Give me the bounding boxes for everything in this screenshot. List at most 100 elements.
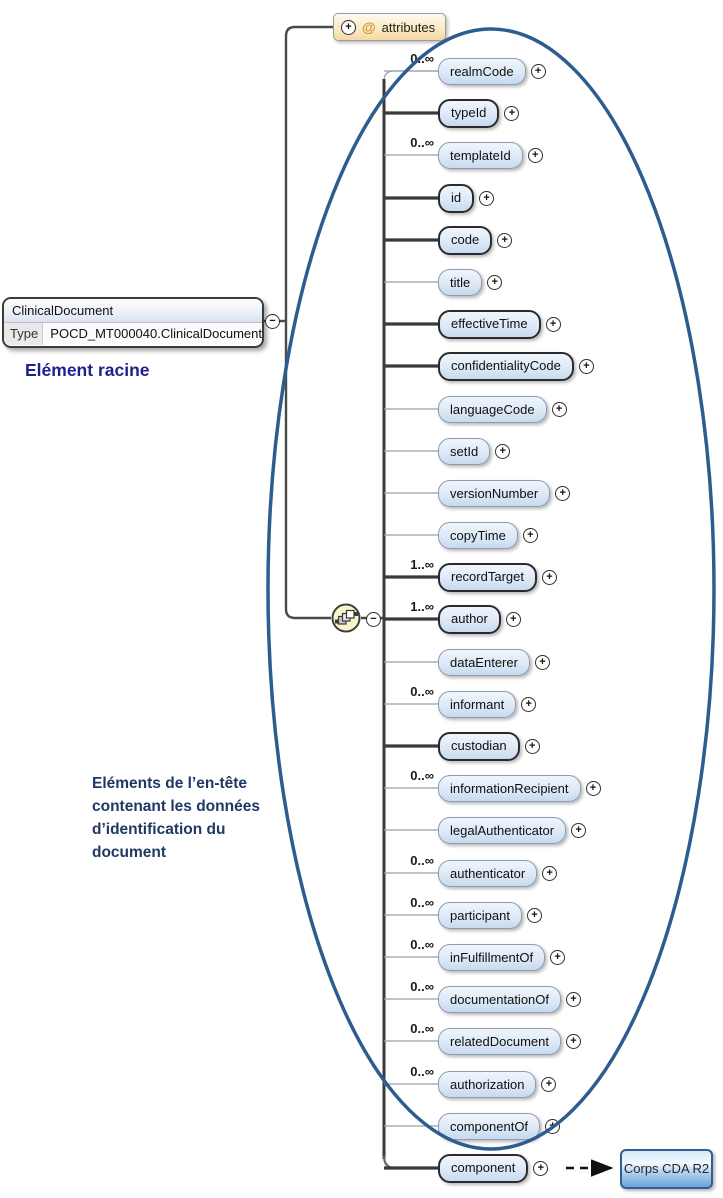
attributes-box[interactable]: + @ attributes [333, 13, 446, 41]
element-confidentialityCode[interactable]: confidentialityCode [438, 351, 574, 381]
element-id[interactable]: id [438, 183, 475, 213]
element-custodian[interactable]: custodian [438, 731, 520, 761]
element-row-relatedDocument: relatedDocument + [438, 1027, 581, 1055]
attributes-label: attributes [381, 19, 436, 35]
element-effectiveTime[interactable]: effectiveTime [438, 309, 541, 339]
expand-inFulfillmentOf-icon[interactable]: + [550, 949, 566, 965]
expand-legalAuthenticator-icon[interactable]: + [571, 822, 587, 838]
element-row-code: code+ [438, 225, 513, 255]
expand-typeId-icon[interactable]: + [504, 105, 520, 121]
element-row-effectiveTime: effectiveTime+ [438, 309, 561, 339]
root-collapse-toggle[interactable]: − [265, 314, 280, 329]
expand-title-icon[interactable]: + [487, 274, 503, 290]
element-componentOf[interactable]: componentOf [438, 1112, 541, 1140]
cardinality-informant: 0..∞ [410, 684, 434, 699]
expand-setId-icon[interactable]: + [495, 443, 511, 459]
at-symbol-icon: @ [362, 19, 376, 35]
cardinality-documentationOf: 0..∞ [410, 979, 434, 994]
expand-participant-icon[interactable]: + [526, 907, 542, 923]
cardinality-author: 1..∞ [410, 599, 434, 614]
element-authorization[interactable]: authorization [438, 1070, 537, 1098]
expand-copyTime-icon[interactable]: + [522, 527, 538, 543]
element-participant[interactable]: participant [438, 901, 522, 929]
element-row-versionNumber: versionNumber+ [438, 479, 571, 507]
expand-informant-icon[interactable]: + [521, 696, 537, 712]
element-row-realmCode: realmCode+ [438, 57, 546, 85]
corps-cda-r2-box[interactable]: Corps CDA R2 [620, 1149, 713, 1189]
element-component[interactable]: component [438, 1153, 529, 1183]
element-informant[interactable]: informant [438, 690, 517, 718]
expand-id-icon[interactable]: + [479, 190, 495, 206]
element-title[interactable]: title [438, 268, 483, 296]
sequence-compositor-icon[interactable] [331, 603, 361, 633]
expand-authenticator-icon[interactable]: + [542, 865, 558, 881]
cardinality-authenticator: 0..∞ [410, 853, 434, 868]
sequence-collapse-toggle[interactable]: − [366, 612, 381, 627]
cardinality-recordTarget: 1..∞ [410, 557, 434, 572]
expand-authorization-icon[interactable]: + [541, 1076, 557, 1092]
element-dataEnterer[interactable]: dataEnterer [438, 648, 530, 676]
element-row-legalAuthenticator: legalAuthenticator+ [438, 816, 587, 844]
expand-componentOf-icon[interactable]: + [545, 1118, 561, 1134]
type-label: Type [4, 323, 44, 345]
element-typeId[interactable]: typeId [438, 98, 500, 128]
element-inFulfillmentOf[interactable]: inFulfillmentOf [438, 943, 546, 971]
expand-component-icon[interactable]: + [533, 1160, 549, 1176]
element-legalAuthenticator[interactable]: legalAuthenticator [438, 816, 567, 844]
element-recordTarget[interactable]: recordTarget [438, 562, 537, 592]
root-type-row: Type POCD_MT000040.ClinicalDocument [4, 323, 262, 345]
expand-versionNumber-icon[interactable]: + [555, 485, 571, 501]
element-code[interactable]: code [438, 225, 493, 255]
element-row-informationRecipient: informationRecipient+ [438, 774, 601, 802]
element-row-author: author+ [438, 604, 521, 634]
element-row-confidentialityCode: confidentialityCode+ [438, 351, 594, 381]
expand-custodian-icon[interactable]: + [524, 738, 540, 754]
root-annotation-label: Elément racine [25, 360, 150, 380]
element-row-component: component+ [438, 1153, 549, 1183]
element-row-languageCode: languageCode+ [438, 395, 567, 423]
element-documentationOf[interactable]: documentationOf [438, 985, 562, 1013]
root-element-name: ClinicalDocument [4, 299, 262, 323]
cardinality-relatedDocument: 0..∞ [410, 1021, 434, 1036]
element-row-documentationOf: documentationOf+ [438, 985, 582, 1013]
expand-dataEnterer-icon[interactable]: + [534, 654, 550, 670]
header-annotation-label: Eléments de l’en-tête contenant les donn… [92, 775, 260, 861]
expand-confidentialityCode-icon[interactable]: + [578, 358, 594, 374]
cardinality-participant: 0..∞ [410, 895, 434, 910]
element-setId[interactable]: setId [438, 437, 491, 465]
element-languageCode[interactable]: languageCode [438, 395, 547, 423]
element-row-componentOf: componentOf+ [438, 1112, 561, 1140]
expand-recordTarget-icon[interactable]: + [541, 569, 557, 585]
element-row-copyTime: copyTime+ [438, 521, 538, 549]
expand-documentationOf-icon[interactable]: + [566, 991, 582, 1007]
root-element-clinicaldocument[interactable]: ClinicalDocument Type POCD_MT000040.Clin… [2, 297, 264, 348]
element-row-participant: participant+ [438, 901, 542, 929]
expand-languageCode-icon[interactable]: + [551, 401, 567, 417]
element-templateId[interactable]: templateId [438, 141, 523, 169]
element-versionNumber[interactable]: versionNumber [438, 479, 551, 507]
expand-author-icon[interactable]: + [505, 611, 521, 627]
expand-informationRecipient-icon[interactable]: + [585, 780, 601, 796]
cardinality-authorization: 0..∞ [410, 1064, 434, 1079]
expand-attributes-icon[interactable]: + [341, 19, 356, 35]
element-authenticator[interactable]: authenticator [438, 859, 538, 887]
expand-relatedDocument-icon[interactable]: + [566, 1033, 581, 1049]
expand-code-icon[interactable]: + [497, 232, 513, 248]
element-row-custodian: custodian+ [438, 731, 540, 761]
element-row-recordTarget: recordTarget+ [438, 562, 557, 592]
element-author[interactable]: author [438, 604, 501, 634]
element-copyTime[interactable]: copyTime [438, 521, 518, 549]
expand-templateId-icon[interactable]: + [527, 147, 543, 163]
expand-realmCode-icon[interactable]: + [530, 63, 546, 79]
element-informationRecipient[interactable]: informationRecipient [438, 774, 581, 802]
element-row-informant: informant+ [438, 690, 537, 718]
element-row-typeId: typeId+ [438, 98, 520, 128]
cardinality-informationRecipient: 0..∞ [410, 768, 434, 783]
cardinality-realmCode: 0..∞ [410, 51, 434, 66]
element-realmCode[interactable]: realmCode [438, 57, 526, 85]
expand-effectiveTime-icon[interactable]: + [545, 316, 561, 332]
element-relatedDocument[interactable]: relatedDocument [438, 1027, 561, 1055]
